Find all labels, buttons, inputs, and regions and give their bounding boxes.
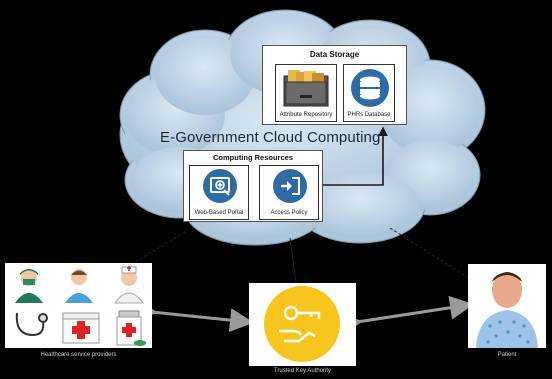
attribute-repository-label: Attribute Repository [279, 112, 333, 118]
data-storage-title: Data Storage [309, 50, 360, 59]
patient-panel [468, 264, 546, 348]
healthcare-authority-arrow [132, 298, 254, 333]
attribute-repository-tile: Attribute Repository [275, 64, 337, 122]
database-icon [351, 69, 389, 107]
cloud-title: E-Government Cloud Computing [160, 129, 381, 146]
patient-label: Patient [497, 352, 517, 358]
stethoscope-icon [15, 312, 48, 337]
authority-patient-arrow [337, 295, 474, 337]
cloud-to-patient-line [389, 227, 476, 283]
healthcare-illustration [15, 266, 146, 346]
portal-icon [203, 169, 237, 203]
trusted-authority-label: Trusted Key Authority [273, 368, 332, 374]
pill-bottle-icon [116, 310, 146, 346]
access-policy-label: Access Policy [270, 210, 308, 216]
phrs-database-tile: PHRs Database [343, 64, 395, 122]
nurse-icon [114, 266, 144, 304]
computing-resources-title: Computing Resources [212, 153, 293, 162]
cloud-to-authority-line [289, 237, 297, 284]
medical-box-icon [62, 312, 100, 344]
healthcare-label: Healthcare service providers [40, 352, 117, 358]
surgeon-icon [15, 269, 43, 303]
healthcare-providers-panel [5, 263, 152, 348]
access-policy-tile: Access Policy [259, 165, 319, 220]
data-storage-box: Data Storage Attribute Repository [262, 45, 407, 125]
policy-to-database-arrow [312, 126, 388, 190]
web-portal-label: Web-Based Portal [194, 210, 244, 216]
doctor-icon [65, 269, 93, 303]
patient-icon [476, 272, 538, 348]
phrs-database-label: PHRs Database [347, 112, 391, 118]
key-icon [264, 286, 340, 362]
sign-in-icon [273, 169, 307, 203]
cloud-to-healthcare-line [124, 231, 186, 269]
trusted-authority-panel [249, 283, 356, 366]
file-cabinet-icon [283, 70, 329, 107]
computing-resources-box: Computing Resources Web-Based Portal Acc… [183, 150, 323, 222]
web-portal-tile: Web-Based Portal [189, 165, 249, 220]
